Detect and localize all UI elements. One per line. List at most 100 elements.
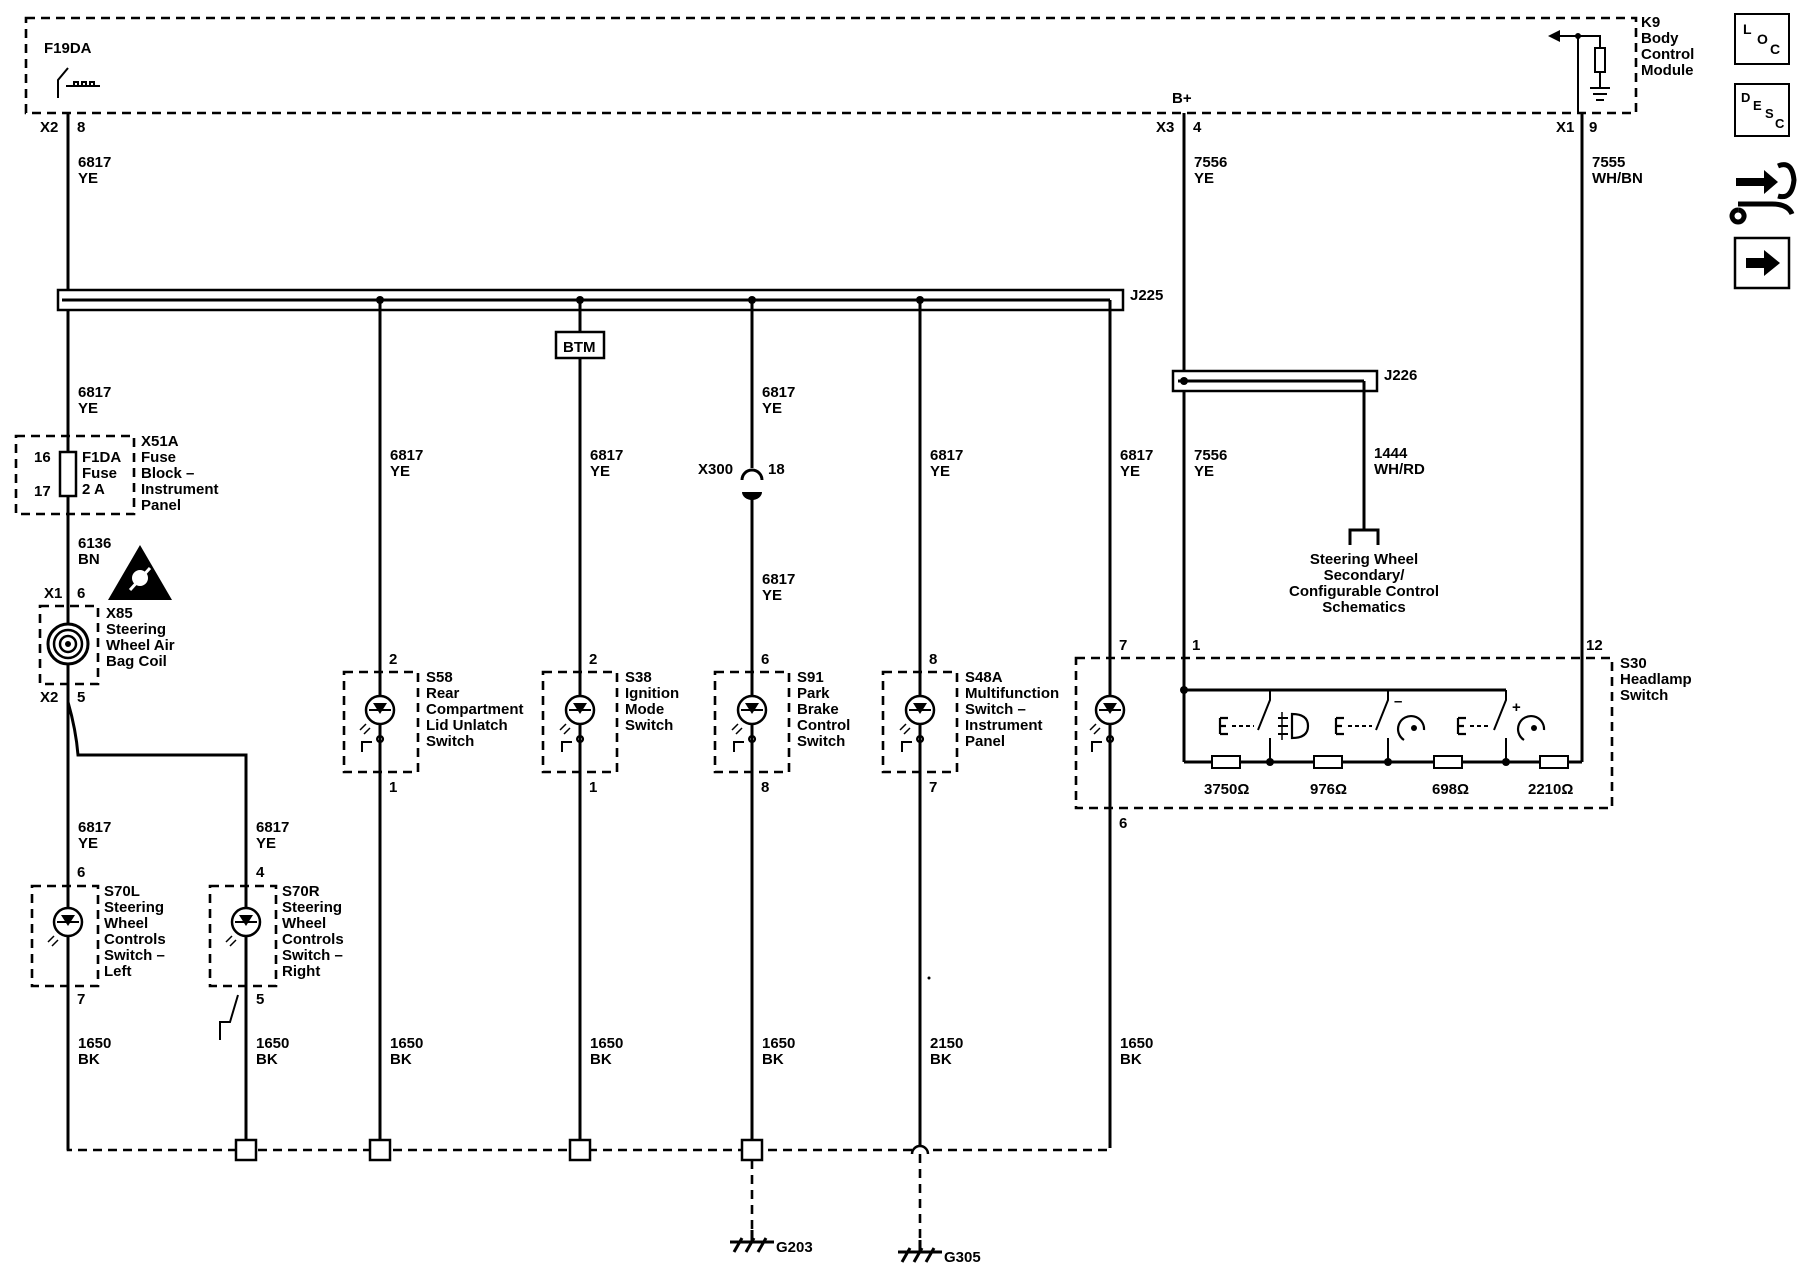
- fuse-f1da: [58, 450, 78, 498]
- description-button[interactable]: D E S C: [1734, 83, 1790, 137]
- conn-x1-label: X1: [1556, 119, 1574, 136]
- resistor-1: [1211, 755, 1241, 769]
- wire-6817-s70l-num: 6817: [78, 819, 111, 836]
- g305-label: G305: [944, 1249, 981, 1266]
- arrow-right-icon: [1746, 250, 1780, 276]
- s48a-bottom-pin: 7: [929, 779, 937, 796]
- s30-pin-7: 7: [1119, 637, 1127, 654]
- s30-name-1: S30: [1620, 655, 1647, 672]
- s70l-name-1: S70L: [104, 883, 140, 900]
- wire-7556-top-num: 7556: [1194, 154, 1227, 171]
- s38-top-pin: 2: [589, 651, 597, 668]
- wire-2150-num: 2150: [930, 1035, 963, 1052]
- dimmer-up-icon: +: [1512, 699, 1546, 741]
- s38-name-2: Ignition: [625, 685, 679, 702]
- fuse-block-name-2: Fuse: [141, 449, 176, 466]
- location-button[interactable]: L O C: [1734, 13, 1790, 65]
- s38-name-3: Mode: [625, 701, 664, 718]
- desc-letter-s: S: [1765, 106, 1774, 121]
- bcm-name-line-3: Control: [1641, 46, 1694, 63]
- wire-1650-s91-color: BK: [762, 1051, 784, 1068]
- conn-x2-label: X2: [40, 119, 58, 136]
- wire-6817-s91-lower-color: YE: [762, 587, 782, 604]
- s58-name-1: S58: [426, 669, 453, 686]
- wire-6817-s30-num: 6817: [1120, 447, 1153, 464]
- s30-actuator-icon-2: [1334, 716, 1372, 736]
- coil-x1-label: X1: [44, 585, 62, 602]
- fuse-block-x51a: 16 17 F1DA Fuse 2 A X51A Fuse Block – In…: [14, 433, 219, 516]
- resistor-2-value: 976Ω: [1310, 781, 1347, 798]
- bcm-pullup-resistor: [1594, 47, 1606, 73]
- dimmer-down-icon: –: [1394, 693, 1426, 741]
- s91-top-pin: 6: [761, 651, 769, 668]
- fuse-block-name-3: Block –: [141, 465, 194, 482]
- s30-pin-1: 1: [1192, 637, 1200, 654]
- desc-letter-c: C: [1775, 116, 1785, 131]
- loc-letter-o: O: [1757, 31, 1768, 47]
- s38-name-1: S38: [625, 669, 652, 686]
- s91-bottom-pin: 8: [761, 779, 769, 796]
- wire-1444-num: 1444: [1374, 445, 1408, 462]
- resistor-4-value: 2210Ω: [1528, 781, 1573, 798]
- splice-j225: J225: [56, 287, 1163, 320]
- next-button[interactable]: [1733, 236, 1791, 290]
- s70l-name-3: Wheel: [104, 915, 148, 932]
- ref-note-line-1: Steering Wheel: [1310, 551, 1418, 568]
- wire-7556-top-color: YE: [1194, 170, 1214, 187]
- bcm-outline: [24, 16, 1638, 115]
- s58-name-3: Compartment: [426, 701, 524, 718]
- wire-1650-s58-color: BK: [390, 1051, 412, 1068]
- wire-1650-s91-num: 1650: [762, 1035, 795, 1052]
- loc-letter-l: L: [1743, 21, 1752, 37]
- wrench-connector-button[interactable]: [1729, 162, 1797, 225]
- resistor-3-value: 698Ω: [1432, 781, 1469, 798]
- wire-7555-color: WH/BN: [1592, 170, 1643, 187]
- s70r-name-6: Right: [282, 963, 320, 980]
- s70l-name-5: Switch –: [104, 947, 165, 964]
- wire-6817-mid-num: 6817: [78, 384, 111, 401]
- s48a-name-2: Multifunction: [965, 685, 1059, 702]
- s48a-name-4: Instrument: [965, 717, 1043, 734]
- s30-name-2: Headlamp: [1620, 671, 1692, 688]
- resistor-2: [1313, 755, 1343, 769]
- s91-name-2: Park: [797, 685, 830, 702]
- switch-s48a: 8 7 S48A Multifunction Switch – Instrume…: [881, 651, 1059, 796]
- s70r-name-5: Switch –: [282, 947, 343, 964]
- s70l-name-2: Steering: [104, 899, 164, 916]
- s48a-name-5: Panel: [965, 733, 1005, 750]
- fuse-block-name-5: Panel: [141, 497, 181, 514]
- switch-s58: 2 1 S58 Rear Compartment Lid Unlatch Swi…: [342, 651, 524, 796]
- s38-bottom-pin: 1: [589, 779, 597, 796]
- wire-6817-s48a-num: 6817: [930, 447, 963, 464]
- s91-name-5: Switch: [797, 733, 845, 750]
- bcm-name-line-4: Module: [1641, 62, 1694, 79]
- dimmer-plus-label: +: [1512, 699, 1521, 716]
- wire-7555-num: 7555: [1592, 154, 1625, 171]
- conn-x2-pin: 8: [77, 119, 85, 136]
- fog-lamp-icon: [1278, 712, 1310, 740]
- s70l-name-6: Left: [104, 963, 132, 980]
- s48a-name-3: Switch –: [965, 701, 1026, 718]
- s58-name-2: Rear: [426, 685, 460, 702]
- loc-letter-c: C: [1770, 41, 1780, 57]
- s58-bottom-pin: 1: [389, 779, 397, 796]
- switch-s70r: 4 5 S70R Steering Wheel Controls Switch …: [208, 864, 344, 1040]
- conn-x3-pin: 4: [1193, 119, 1202, 136]
- wire-1650-s30-color: BK: [1120, 1051, 1142, 1068]
- wire-1650-s70r-num: 1650: [256, 1035, 289, 1052]
- s30-pin-12: 12: [1586, 637, 1603, 654]
- wire-6817-s30-color: YE: [1120, 463, 1140, 480]
- wire-6817-top-color: YE: [78, 170, 98, 187]
- s58-top-pin: 2: [389, 651, 397, 668]
- s91-name-1: S91: [797, 669, 824, 686]
- j225-label: J225: [1130, 287, 1163, 304]
- s30-name-3: Switch: [1620, 687, 1668, 704]
- desc-letter-d: D: [1741, 90, 1750, 105]
- wire-6817-s91-lower-num: 6817: [762, 571, 795, 588]
- s70l-top-pin: 6: [77, 864, 85, 881]
- s70l-name-4: Controls: [104, 931, 166, 948]
- s30-actuator-icon-3: [1456, 716, 1490, 736]
- wire-6136-num: 6136: [78, 535, 111, 552]
- wire-2150-color: BK: [930, 1051, 952, 1068]
- wire-6817-s70l-color: YE: [78, 835, 98, 852]
